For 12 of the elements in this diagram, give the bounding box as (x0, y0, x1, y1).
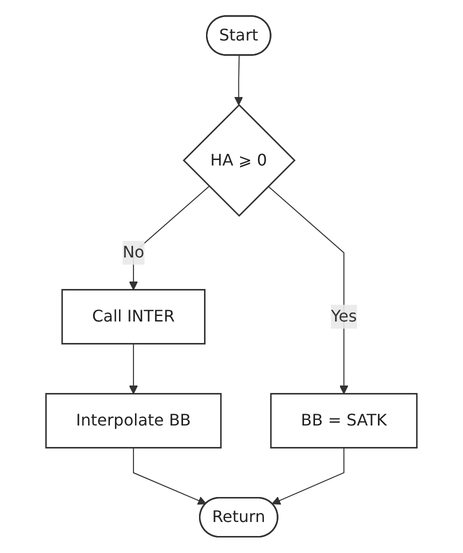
arrow (133, 447, 207, 505)
node-box: BB = SATK (270, 393, 418, 449)
node-diamond: HA ⩾ 0 (182, 104, 296, 217)
node-box: Interpolate BB (45, 393, 222, 449)
edge-label: Yes (331, 306, 357, 326)
arrow (268, 186, 348, 394)
arrow (272, 447, 344, 505)
node-box: Call INTER (61, 289, 206, 345)
arrow (129, 343, 138, 394)
arrow (234, 55, 244, 106)
arrow (129, 186, 210, 290)
edge-label: No (122, 242, 144, 262)
